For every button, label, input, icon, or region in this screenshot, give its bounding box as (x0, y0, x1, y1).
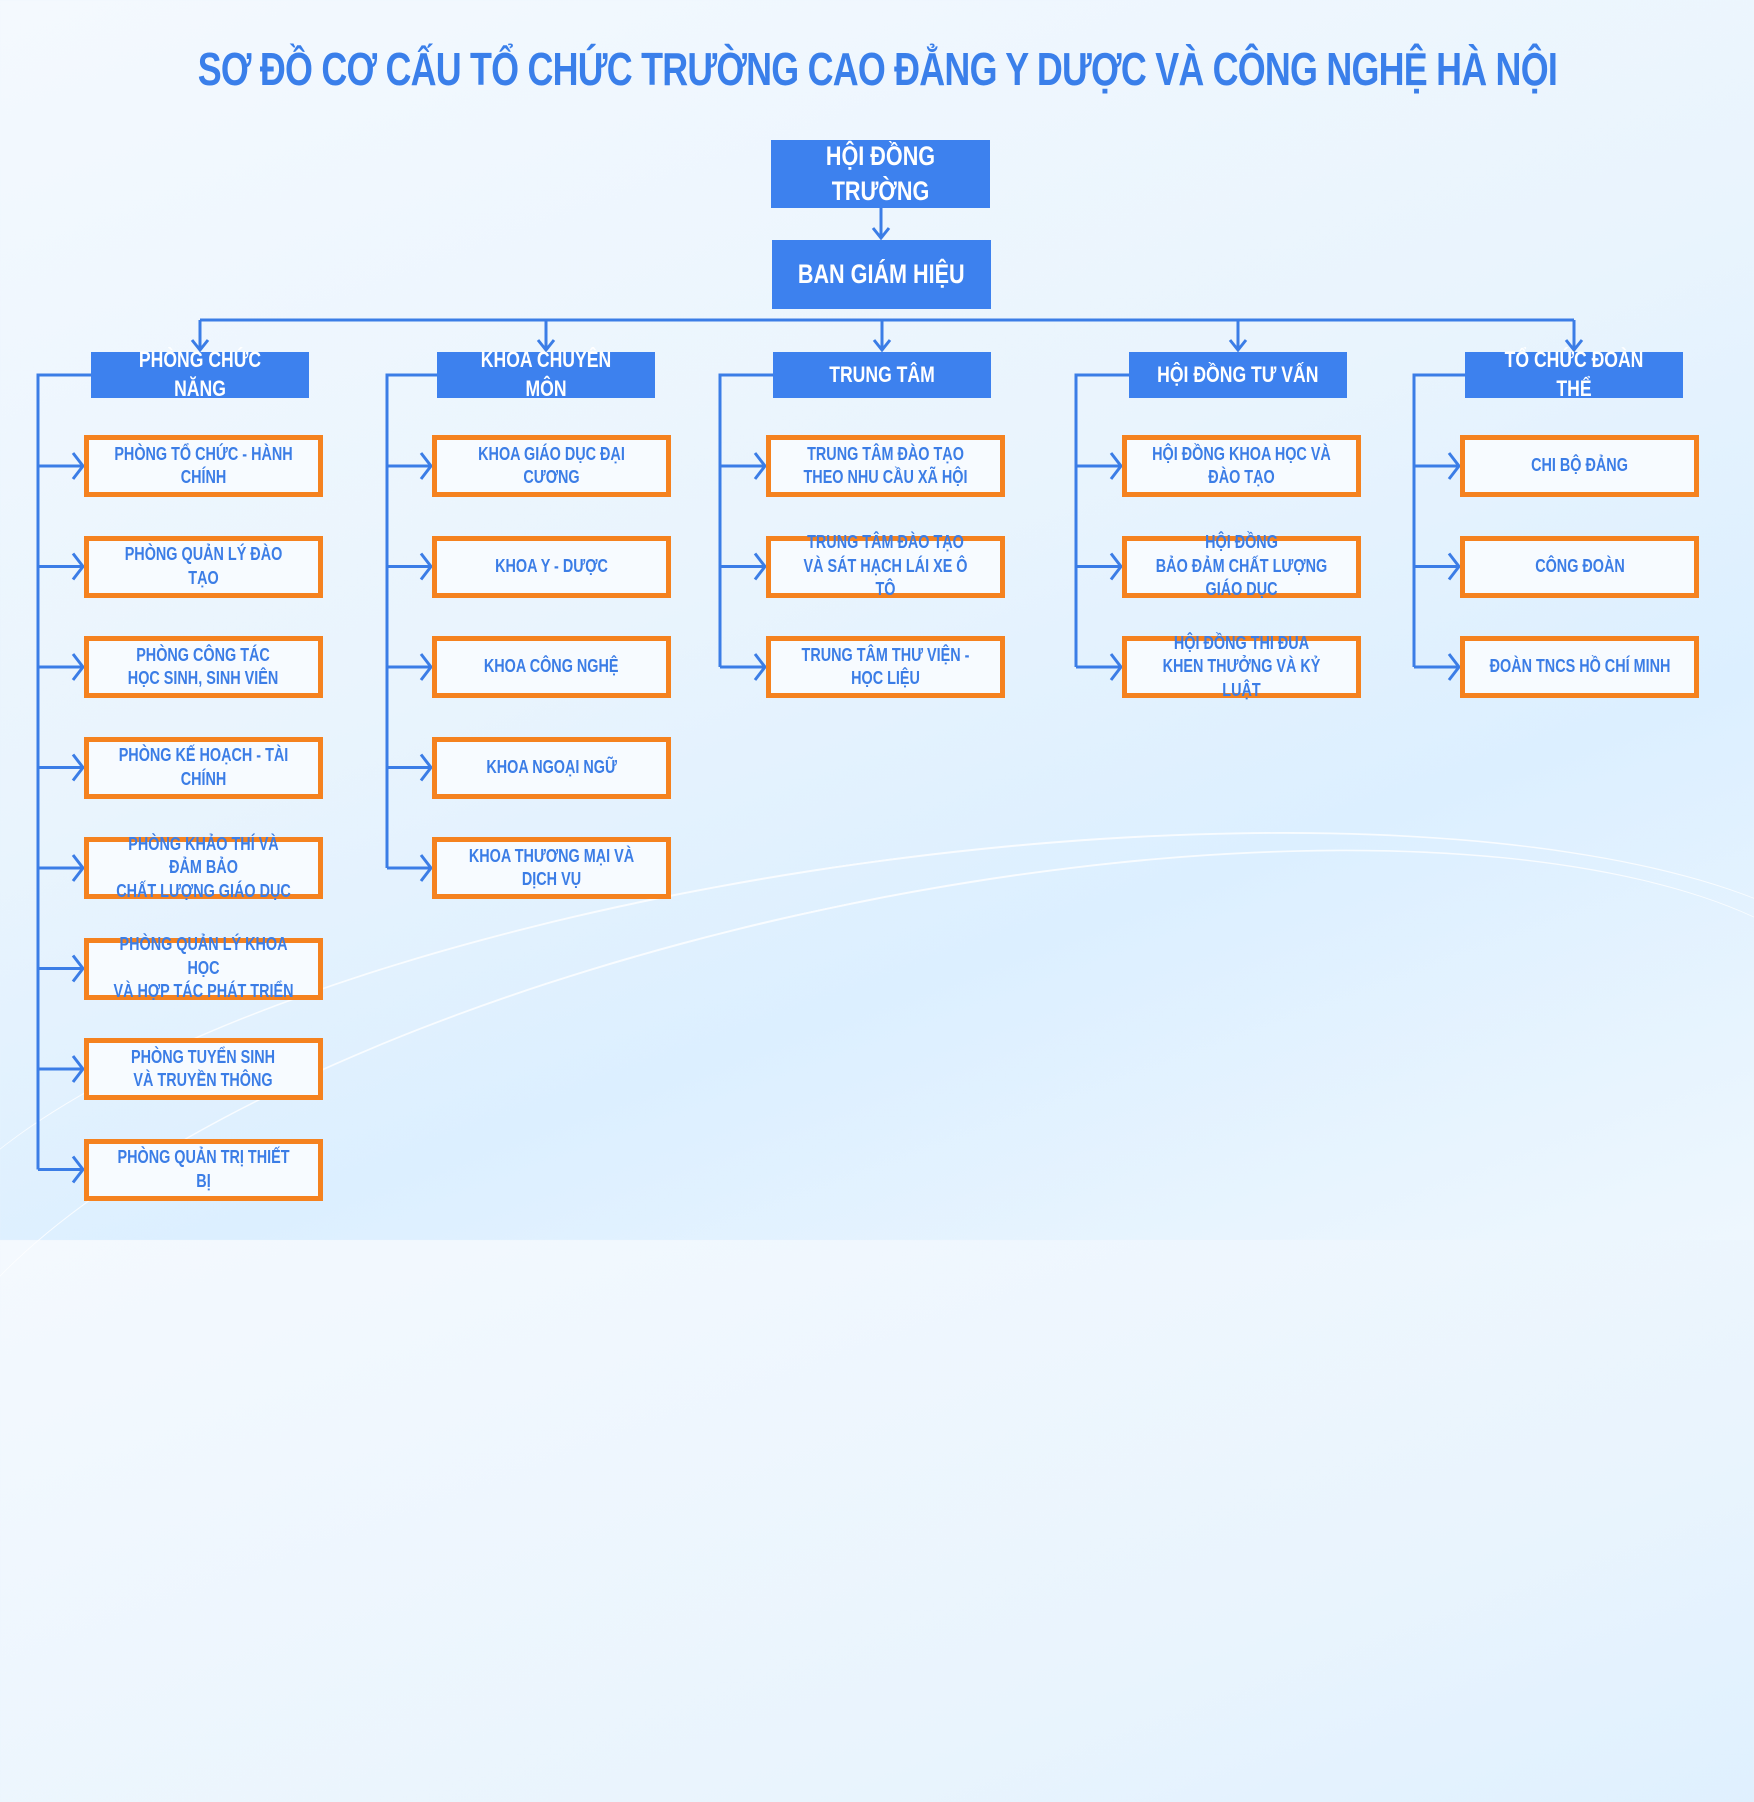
org-unit-box: PHÒNG QUẢN TRỊ THIẾT BỊ (84, 1138, 323, 1201)
org-unit-box: PHÒNG QUẢN LÝ KHOA HỌC VÀ HỢP TÁC PHÁT T… (84, 934, 323, 1001)
arrow-down-icon (190, 339, 210, 353)
org-unit-label: CHI BỘ ĐẢNG (1531, 455, 1628, 476)
org-unit-box: PHÒNG TỔ CHỨC - HÀNH CHÍNH (84, 435, 323, 497)
org-unit-label: HỘI ĐỒNG BẢO ĐẢM CHẤT LƯỢNG GIÁO DỤC (1155, 532, 1328, 600)
org-unit-box: ĐOÀN TNCS HỒ CHÍ MINH (1460, 636, 1699, 698)
org-unit-box: PHÒNG KẾ HOẠCH - TÀI CHÍNH (84, 736, 323, 799)
page-title: SƠ ĐỒ CƠ CẤU TỔ CHỨC TRƯỜNG CAO ĐẲNG Y D… (0, 42, 1754, 96)
org-unit-box: HỘI ĐỒNG THI ĐUA KHEN THƯỞNG VÀ KỶ LUẬT (1122, 633, 1361, 700)
org-unit-label: TRUNG TÂM ĐÀO TẠO THEO NHU CẦU XÃ HỘI (803, 443, 968, 487)
connector-lines (36, 208, 1584, 1184)
org-unit-box: KHOA GIÁO DỤC ĐẠI CƯƠNG (432, 435, 671, 497)
org-unit-label: PHÒNG QUẢN LÝ KHOA HỌC VÀ HỢP TÁC PHÁT T… (113, 934, 294, 1002)
org-unit-box: TRUNG TÂM ĐÀO TẠO VÀ SÁT HẠCH LÁI XE Ô T… (766, 532, 1005, 599)
org-unit-box: CÔNG ĐOÀN (1460, 535, 1699, 598)
board-of-directors-box: BAN GIÁM HIỆU (772, 240, 991, 309)
arrow-right-icon (1109, 552, 1123, 581)
arrow-right-icon (753, 452, 767, 480)
org-unit-box: PHÒNG TUYỂN SINH VÀ TRUYỀN THÔNG (84, 1038, 323, 1100)
board-of-directors-label: BAN GIÁM HIỆU (798, 258, 965, 289)
column-header-5: TỔ CHỨC ĐOÀN THỂ (1465, 347, 1683, 401)
arrow-down-icon (1564, 339, 1584, 353)
arrow-right-icon (71, 1155, 85, 1184)
arrow-right-icon (419, 452, 433, 480)
column-header-3: TRUNG TÂM (773, 352, 991, 398)
org-unit-box: PHÒNG KHẢO THÍ VÀ ĐẢM BẢO CHẤT LƯỢNG GIÁ… (84, 834, 323, 901)
arrow-right-icon (71, 854, 85, 882)
school-council-label: HỘI ĐỒNG TRƯỜNG (825, 140, 936, 206)
arrow-right-icon (419, 552, 433, 581)
arrow-right-icon (71, 753, 85, 782)
arrow-down-icon (1228, 339, 1248, 353)
arrow-right-icon (753, 552, 767, 581)
org-unit-label: PHÒNG KHẢO THÍ VÀ ĐẢM BẢO CHẤT LƯỢNG GIÁ… (116, 833, 291, 901)
org-unit-label: HỘI ĐỒNG KHOA HỌC VÀ ĐÀO TẠO (1152, 443, 1331, 487)
org-unit-box: HỘI ĐỒNG BẢO ĐẢM CHẤT LƯỢNG GIÁO DỤC (1122, 532, 1361, 599)
org-unit-label: ĐOÀN TNCS HỒ CHÍ MINH (1489, 656, 1670, 677)
org-unit-box: PHÒNG CÔNG TÁC HỌC SINH, SINH VIÊN (84, 636, 323, 698)
column-header-label: PHÒNG CHỨC NĂNG (138, 347, 262, 401)
page-title-text: SƠ ĐỒ CƠ CẤU TỔ CHỨC TRƯỜNG CAO ĐẲNG Y D… (197, 43, 1557, 95)
arrow-right-icon (71, 552, 85, 581)
column-header-2: KHOA CHUYÊN MÔN (437, 347, 655, 401)
arrow-right-icon (1109, 452, 1123, 480)
arrow-right-icon (1447, 653, 1461, 681)
org-unit-label: PHÒNG TỔ CHỨC - HÀNH CHÍNH (114, 443, 293, 487)
column-header-label: TRUNG TÂM (829, 361, 935, 387)
arrow-down-icon (872, 339, 892, 353)
org-unit-box: PHÒNG QUẢN LÝ ĐÀO TẠO (84, 535, 323, 598)
column-header-1: PHÒNG CHỨC NĂNG (91, 347, 309, 401)
arrow-right-icon (419, 753, 433, 782)
org-unit-label: PHÒNG QUẢN TRỊ THIẾT BỊ (117, 1147, 290, 1191)
arrow-down-icon (871, 227, 891, 241)
arrow-right-icon (71, 653, 85, 681)
org-unit-box: KHOA NGOẠI NGỮ (432, 736, 671, 799)
org-unit-label: KHOA THƯƠNG MẠI VÀ DỊCH VỤ (468, 845, 635, 889)
org-unit-label: KHOA Y - DƯỢC (495, 555, 608, 576)
org-unit-label: HỘI ĐỒNG THI ĐUA KHEN THƯỞNG VÀ KỶ LUẬT (1162, 632, 1321, 700)
arrow-right-icon (419, 653, 433, 681)
arrow-right-icon (1447, 552, 1461, 581)
column-header-4: HỘI ĐỒNG TƯ VẤN (1129, 352, 1347, 398)
org-unit-label: PHÒNG QUẢN LÝ ĐÀO TẠO (124, 544, 283, 588)
arrow-right-icon (1109, 653, 1123, 681)
org-unit-label: TRUNG TÂM ĐÀO TẠO VÀ SÁT HẠCH LÁI XE Ô T… (803, 532, 968, 600)
column-header-label: TỔ CHỨC ĐOÀN THỂ (1504, 347, 1644, 401)
org-unit-box: KHOA CÔNG NGHỆ (432, 636, 671, 698)
arrow-right-icon (71, 452, 85, 480)
arrow-right-icon (419, 854, 433, 882)
org-unit-box: TRUNG TÂM THƯ VIỆN - HỌC LIỆU (766, 636, 1005, 698)
org-unit-box: KHOA THƯƠNG MẠI VÀ DỊCH VỤ (432, 837, 671, 899)
org-unit-box: TRUNG TÂM ĐÀO TẠO THEO NHU CẦU XÃ HỘI (766, 435, 1005, 497)
org-unit-label: TRUNG TÂM THƯ VIỆN - HỌC LIỆU (801, 644, 970, 688)
column-header-label: KHOA CHUYÊN MÔN (480, 347, 612, 401)
org-unit-label: PHÒNG KẾ HOẠCH - TÀI CHÍNH (118, 745, 289, 789)
arrow-right-icon (753, 653, 767, 681)
arrow-right-icon (71, 954, 85, 983)
org-unit-label: KHOA CÔNG NGHỆ (484, 656, 619, 677)
org-unit-label: PHÒNG TUYỂN SINH VÀ TRUYỀN THÔNG (131, 1046, 276, 1090)
arrow-down-icon (536, 339, 556, 353)
org-unit-label: KHOA GIÁO DỤC ĐẠI CƯƠNG (478, 443, 625, 487)
org-unit-box: KHOA Y - DƯỢC (432, 535, 671, 598)
org-unit-label: PHÒNG CÔNG TÁC HỌC SINH, SINH VIÊN (128, 644, 279, 688)
school-council-box: HỘI ĐỒNG TRƯỜNG (771, 140, 990, 208)
column-header-label: HỘI ĐỒNG TƯ VẤN (1157, 361, 1319, 387)
arrow-right-icon (71, 1055, 85, 1083)
org-unit-label: KHOA NGOẠI NGỮ (486, 756, 617, 777)
org-unit-box: CHI BỘ ĐẢNG (1460, 435, 1699, 497)
arrow-right-icon (1447, 452, 1461, 480)
org-unit-label: CÔNG ĐOÀN (1534, 555, 1625, 576)
org-unit-box: HỘI ĐỒNG KHOA HỌC VÀ ĐÀO TẠO (1122, 435, 1361, 497)
